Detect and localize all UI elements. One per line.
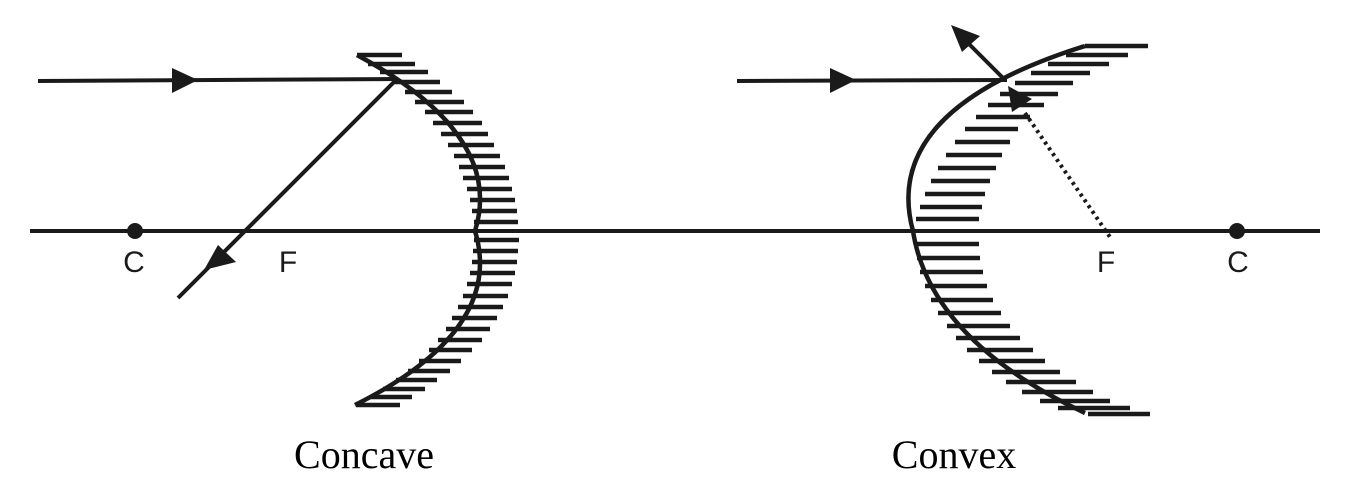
convex-caption: Convex (892, 432, 1016, 477)
convex-incident-ray (736, 78, 1008, 83)
convex-mirror-hatching (915, 43, 1150, 417)
convex-virtual-ray-dotted (1023, 111, 1114, 242)
concave-mirror-group: C F Concave (37, 52, 519, 477)
convex-virtual-arrow-icon (1008, 86, 1032, 112)
concave-incident-arrow-icon (172, 68, 198, 93)
convex-mirror-group: C F Convex (736, 25, 1249, 477)
convex-center-point (1229, 223, 1245, 239)
convex-center-label: C (1227, 246, 1249, 279)
concave-center-label: C (123, 246, 145, 279)
concave-center-point (127, 223, 143, 239)
concave-reflected-arrow-icon (204, 245, 236, 270)
concave-focus-label: F (279, 246, 297, 279)
convex-incident-arrow-icon (830, 68, 856, 93)
convex-reflected-arrow-icon (951, 25, 980, 52)
convex-mirror-surface (906, 43, 1086, 416)
concave-caption: Concave (294, 432, 434, 477)
concave-mirror-surface (353, 53, 483, 408)
convex-focus-label: F (1097, 246, 1115, 279)
concave-incident-ray (37, 77, 398, 83)
